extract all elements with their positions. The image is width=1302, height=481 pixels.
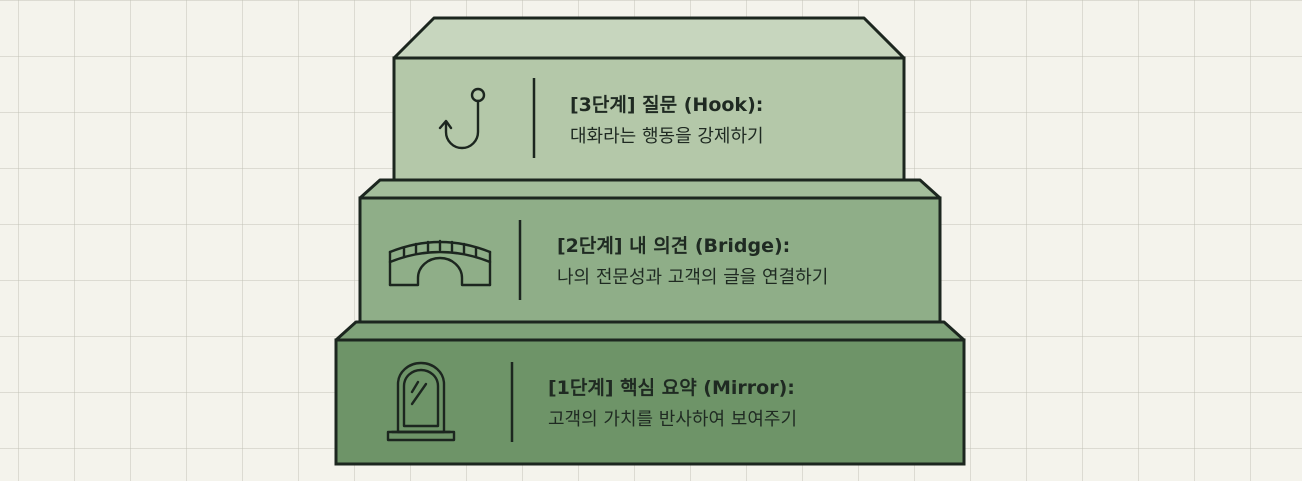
- step-3-text: [3단계] 질문 (Hook): 대화라는 행동을 강제하기: [570, 93, 764, 149]
- step-3-description: 대화라는 행동을 강제하기: [570, 126, 764, 147]
- tier-1: [334, 320, 966, 466]
- tier-2: [358, 178, 942, 324]
- tier-1-front-face: [334, 338, 966, 466]
- step-1-title: [1단계] 핵심 요약 (Mirror):: [548, 377, 795, 399]
- step-3-title: [3단계] 질문 (Hook):: [570, 94, 764, 116]
- step-2-description: 나의 전문성과 고객의 글을 연결하기: [557, 267, 829, 288]
- bridge-icon: [388, 239, 492, 287]
- tier-2-top-face: [358, 178, 942, 200]
- step-1-text: [1단계] 핵심 요약 (Mirror): 고객의 가치를 반사하여 보여주기: [548, 376, 797, 432]
- tier-3-top-face: [392, 16, 906, 60]
- step-1-description: 고객의 가치를 반사하여 보여주기: [548, 409, 798, 430]
- mirror-icon: [386, 361, 456, 442]
- tier-1-top-face: [334, 320, 966, 342]
- step-2-title: [2단계] 내 의견 (Bridge):: [557, 235, 791, 257]
- hook-icon: [438, 87, 486, 150]
- tier-2-front-face: [358, 196, 942, 324]
- step-2-text: [2단계] 내 의견 (Bridge): 나의 전문성과 고객의 글을 연결하기: [557, 234, 828, 290]
- tier-3: [392, 16, 906, 182]
